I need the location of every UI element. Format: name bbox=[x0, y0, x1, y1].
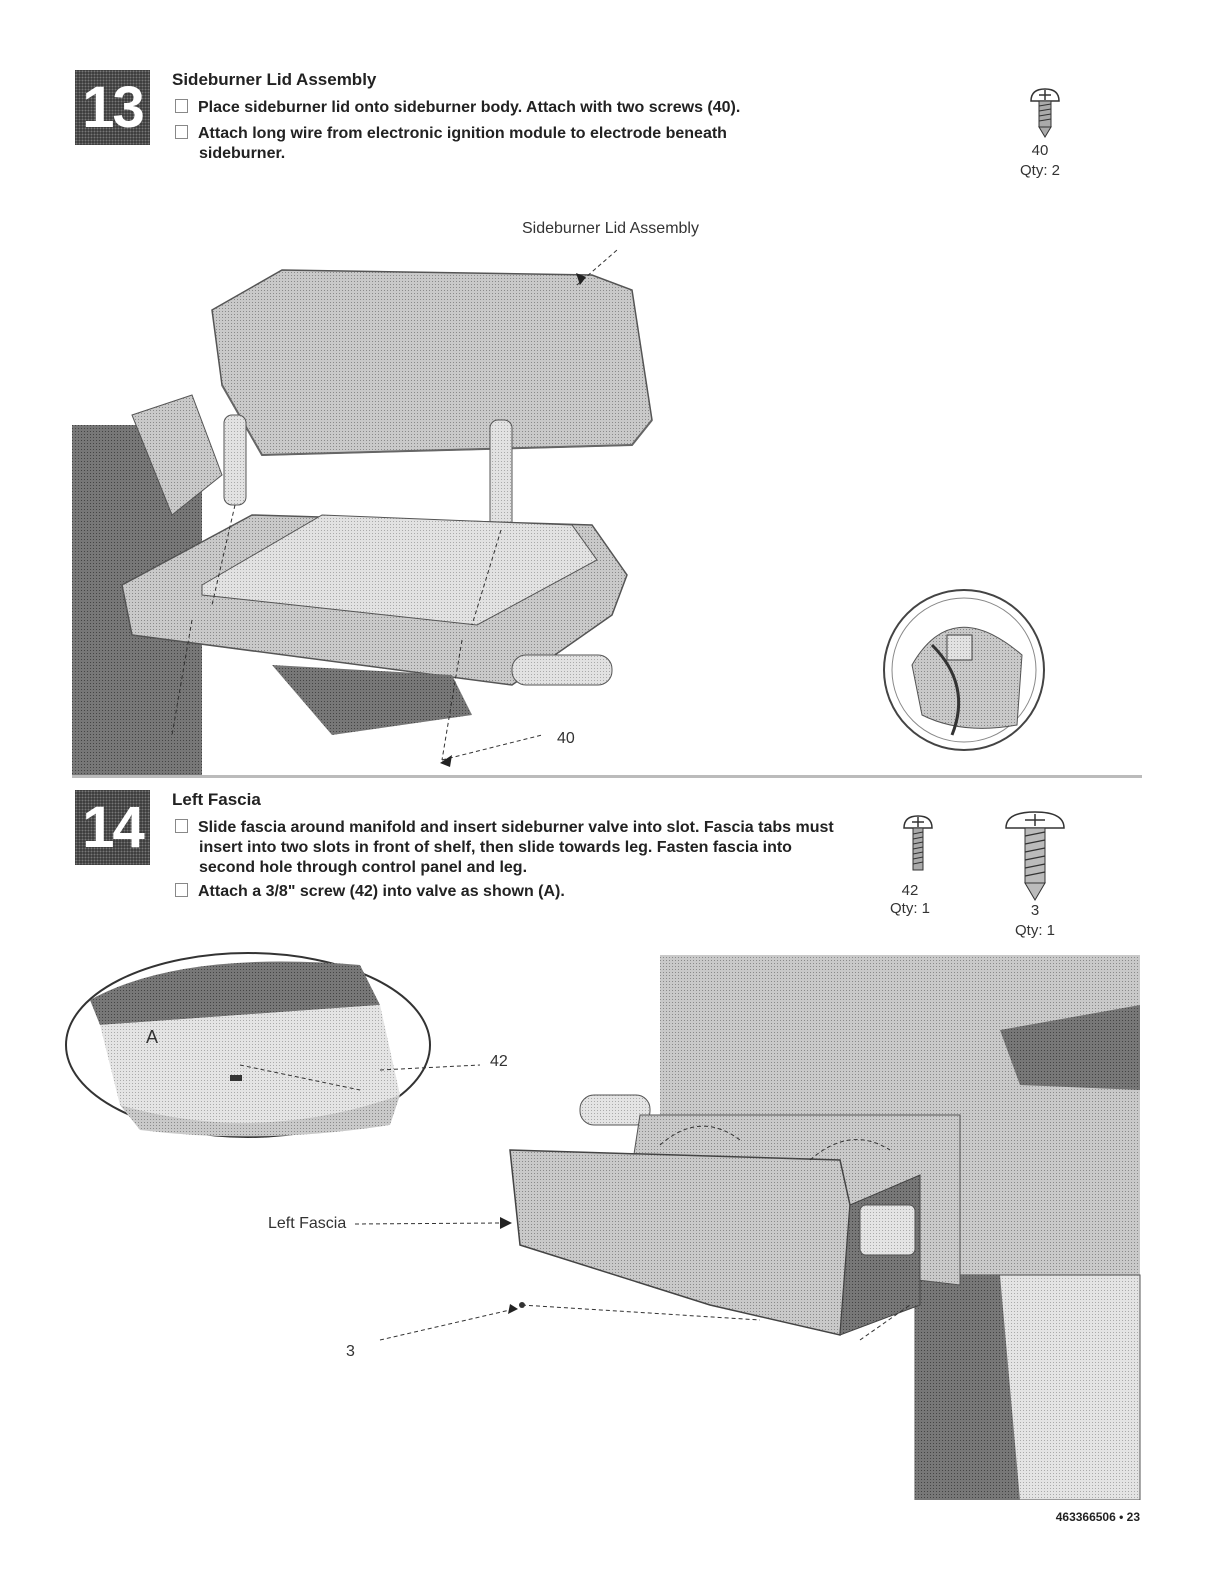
callout-sideburner-lid-assembly: Sideburner Lid Assembly bbox=[522, 220, 699, 237]
step-14-part-3-number: 3 bbox=[1030, 902, 1040, 919]
page-number: 463366506 • 23 bbox=[1055, 1510, 1140, 1524]
sideburner-lid-illustration bbox=[72, 249, 1045, 775]
left-fascia-illustration bbox=[65, 952, 1141, 1501]
step-13-hardware bbox=[1020, 85, 1070, 140]
step-14-hardware-3 bbox=[1000, 808, 1070, 903]
step-13-badge: 13 bbox=[75, 70, 150, 145]
screw-icon bbox=[1005, 811, 1065, 901]
step-14-instruction-1: Slide fascia around manifold and insert … bbox=[175, 818, 875, 838]
callout-screw-42: 42 bbox=[490, 1053, 508, 1070]
step-13-instruction-2: Attach long wire from electronic ignitio… bbox=[175, 124, 875, 144]
checkbox-icon[interactable] bbox=[175, 883, 188, 897]
step-14-instruction-1-cont-a: insert into two slots in front of shelf,… bbox=[199, 839, 792, 856]
section-divider bbox=[72, 775, 1142, 778]
step-14-instruction-2: Attach a 3/8" screw (42) into valve as s… bbox=[175, 882, 875, 902]
checkbox-icon[interactable] bbox=[175, 99, 188, 113]
checkbox-icon[interactable] bbox=[175, 819, 188, 833]
step-13-part-qty: Qty: 2 bbox=[1019, 162, 1060, 179]
step-14-badge: 14 bbox=[75, 790, 150, 865]
step-14-diagram bbox=[60, 945, 1145, 1501]
step-13-part-number: 40 bbox=[1031, 142, 1049, 159]
step-13-instruction-2-cont: sideburner. bbox=[199, 145, 286, 162]
step-14-part-3-qty: Qty: 1 bbox=[1014, 922, 1055, 939]
step-14-hardware-42 bbox=[893, 812, 943, 877]
step-13-diagram bbox=[72, 215, 1142, 775]
step-14-part-42-qty: Qty: 1 bbox=[889, 900, 930, 917]
step-14-title: Left Fascia bbox=[172, 790, 261, 809]
step-13-instruction-1: Place sideburner lid onto sideburner bod… bbox=[175, 98, 875, 118]
checkbox-icon[interactable] bbox=[175, 125, 188, 139]
screw-icon bbox=[1030, 88, 1060, 138]
step-13-number: 13 bbox=[82, 75, 144, 140]
step-14-instructions: Slide fascia around manifold and insert … bbox=[175, 818, 875, 902]
callout-screw-3: 3 bbox=[346, 1343, 355, 1360]
detail-label-a: A bbox=[146, 1027, 159, 1047]
callout-screw-40: 40 bbox=[557, 730, 575, 747]
step-14-part-42-number: 42 bbox=[901, 882, 919, 899]
step-14-instruction-1-cont-b: second hole through control panel and le… bbox=[199, 859, 528, 876]
step-13-instructions: Place sideburner lid onto sideburner bod… bbox=[175, 98, 875, 164]
step-14-number: 14 bbox=[82, 795, 144, 860]
callout-left-fascia: Left Fascia bbox=[268, 1215, 347, 1232]
screw-icon bbox=[903, 815, 933, 871]
step-13-title: Sideburner Lid Assembly bbox=[172, 70, 377, 89]
